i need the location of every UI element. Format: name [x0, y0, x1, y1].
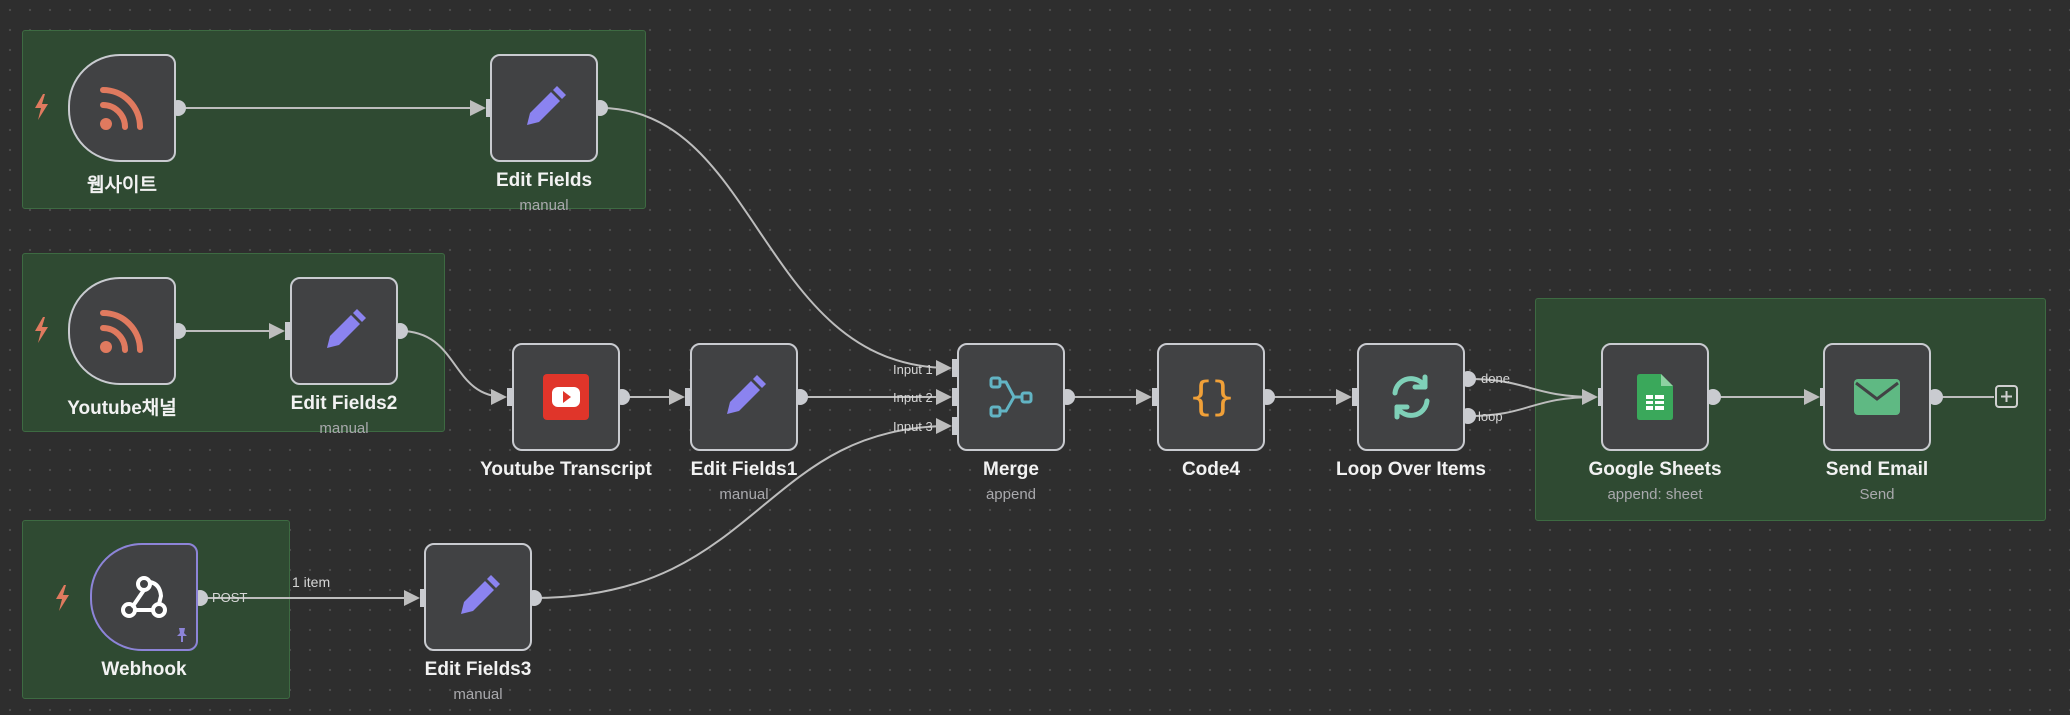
refresh-icon — [1392, 374, 1430, 420]
node-subtitle: manual — [719, 486, 769, 503]
node-webhook[interactable] — [90, 543, 198, 651]
node-subtitle: manual — [319, 420, 369, 437]
input-handle-3[interactable] — [952, 417, 958, 435]
trigger-bolt-icon — [35, 94, 48, 120]
edge-label-done: done — [1481, 371, 1510, 386]
input-handle[interactable] — [420, 589, 426, 607]
pin-icon[interactable] — [174, 627, 190, 643]
connection-loop-loop-back[interactable] — [1467, 396, 1597, 417]
input-handle[interactable] — [685, 388, 691, 406]
node-label: Youtube채널 — [67, 398, 177, 419]
input-handle[interactable] — [1352, 388, 1358, 406]
node-label: Merge — [983, 459, 1039, 480]
edge-label-loop: loop — [1478, 409, 1503, 424]
node-subtitle: Send — [1859, 486, 1895, 503]
node-subtitle: manual — [453, 686, 503, 703]
edge-label-input1: Input 1 — [893, 362, 933, 377]
connection-editfields-to-merge[interactable] — [599, 107, 952, 376]
input-handle[interactable] — [285, 322, 291, 340]
edge-label-input3: Input 3 — [893, 419, 933, 434]
node-label: Google Sheets — [1588, 459, 1722, 480]
node-merge[interactable] — [957, 343, 1065, 451]
node-code4[interactable]: {} — [1157, 343, 1265, 451]
input-handle-2[interactable] — [952, 388, 958, 406]
pencil-icon — [527, 86, 566, 125]
input-handle[interactable] — [486, 99, 492, 117]
node-send-email[interactable] — [1823, 343, 1931, 451]
node-label: Loop Over Items — [1336, 459, 1486, 480]
trigger-bolt-icon — [56, 585, 69, 611]
youtube-icon — [543, 374, 589, 420]
google-sheets-icon — [1637, 374, 1673, 420]
node-label: Webhook — [101, 659, 187, 680]
input-handle-1[interactable] — [952, 359, 958, 377]
trigger-bolt-icon — [35, 317, 48, 343]
node-label: Edit Fields3 — [424, 659, 532, 680]
node-label: Send Email — [1825, 459, 1929, 480]
node-loop-over-items[interactable] — [1357, 343, 1465, 451]
pencil-icon — [461, 575, 500, 614]
node-label: Edit Fields1 — [690, 459, 798, 480]
pencil-icon — [727, 375, 766, 414]
node-youtube-transcript[interactable] — [512, 343, 620, 451]
output-handle[interactable] — [1705, 389, 1721, 405]
connection-editfields2-to-transcript[interactable] — [399, 330, 507, 405]
edge-label-item-count: 1 item — [292, 574, 330, 590]
connection-editfields3-to-merge[interactable] — [533, 418, 952, 599]
input-handle[interactable] — [1152, 388, 1158, 406]
node-subtitle: append — [985, 486, 1037, 503]
node-edit-fields1[interactable] — [690, 343, 798, 451]
node-label: Edit Fields — [495, 170, 593, 191]
rss-icon — [100, 87, 143, 130]
add-node-button[interactable] — [1995, 385, 2018, 408]
merge-icon — [989, 376, 1033, 418]
output-handle[interactable] — [1927, 389, 1943, 405]
connection-loop-done-to-sheets[interactable] — [1467, 378, 1598, 405]
curly-braces-icon: {} — [1188, 374, 1235, 420]
rss-icon — [100, 310, 143, 353]
node-subtitle: append: sheet — [1607, 486, 1703, 503]
webhook-icon — [121, 576, 167, 618]
edge-label-post: POST — [212, 590, 247, 605]
node-label: Code4 — [1181, 459, 1241, 480]
node-rss-website[interactable] — [68, 54, 176, 162]
node-edit-fields2[interactable] — [290, 277, 398, 385]
node-rss-youtube-channel[interactable] — [68, 277, 176, 385]
node-label: Youtube Transcript — [480, 459, 652, 480]
pencil-icon — [327, 309, 366, 348]
mail-icon — [1854, 379, 1900, 415]
node-google-sheets[interactable] — [1601, 343, 1709, 451]
edge-label-input2: Input 2 — [893, 390, 933, 405]
input-handle[interactable] — [507, 388, 513, 406]
node-label: 웹사이트 — [87, 175, 157, 196]
node-edit-fields[interactable] — [490, 54, 598, 162]
node-label: Edit Fields2 — [290, 393, 398, 414]
node-subtitle: manual — [519, 197, 569, 214]
node-edit-fields3[interactable] — [424, 543, 532, 651]
